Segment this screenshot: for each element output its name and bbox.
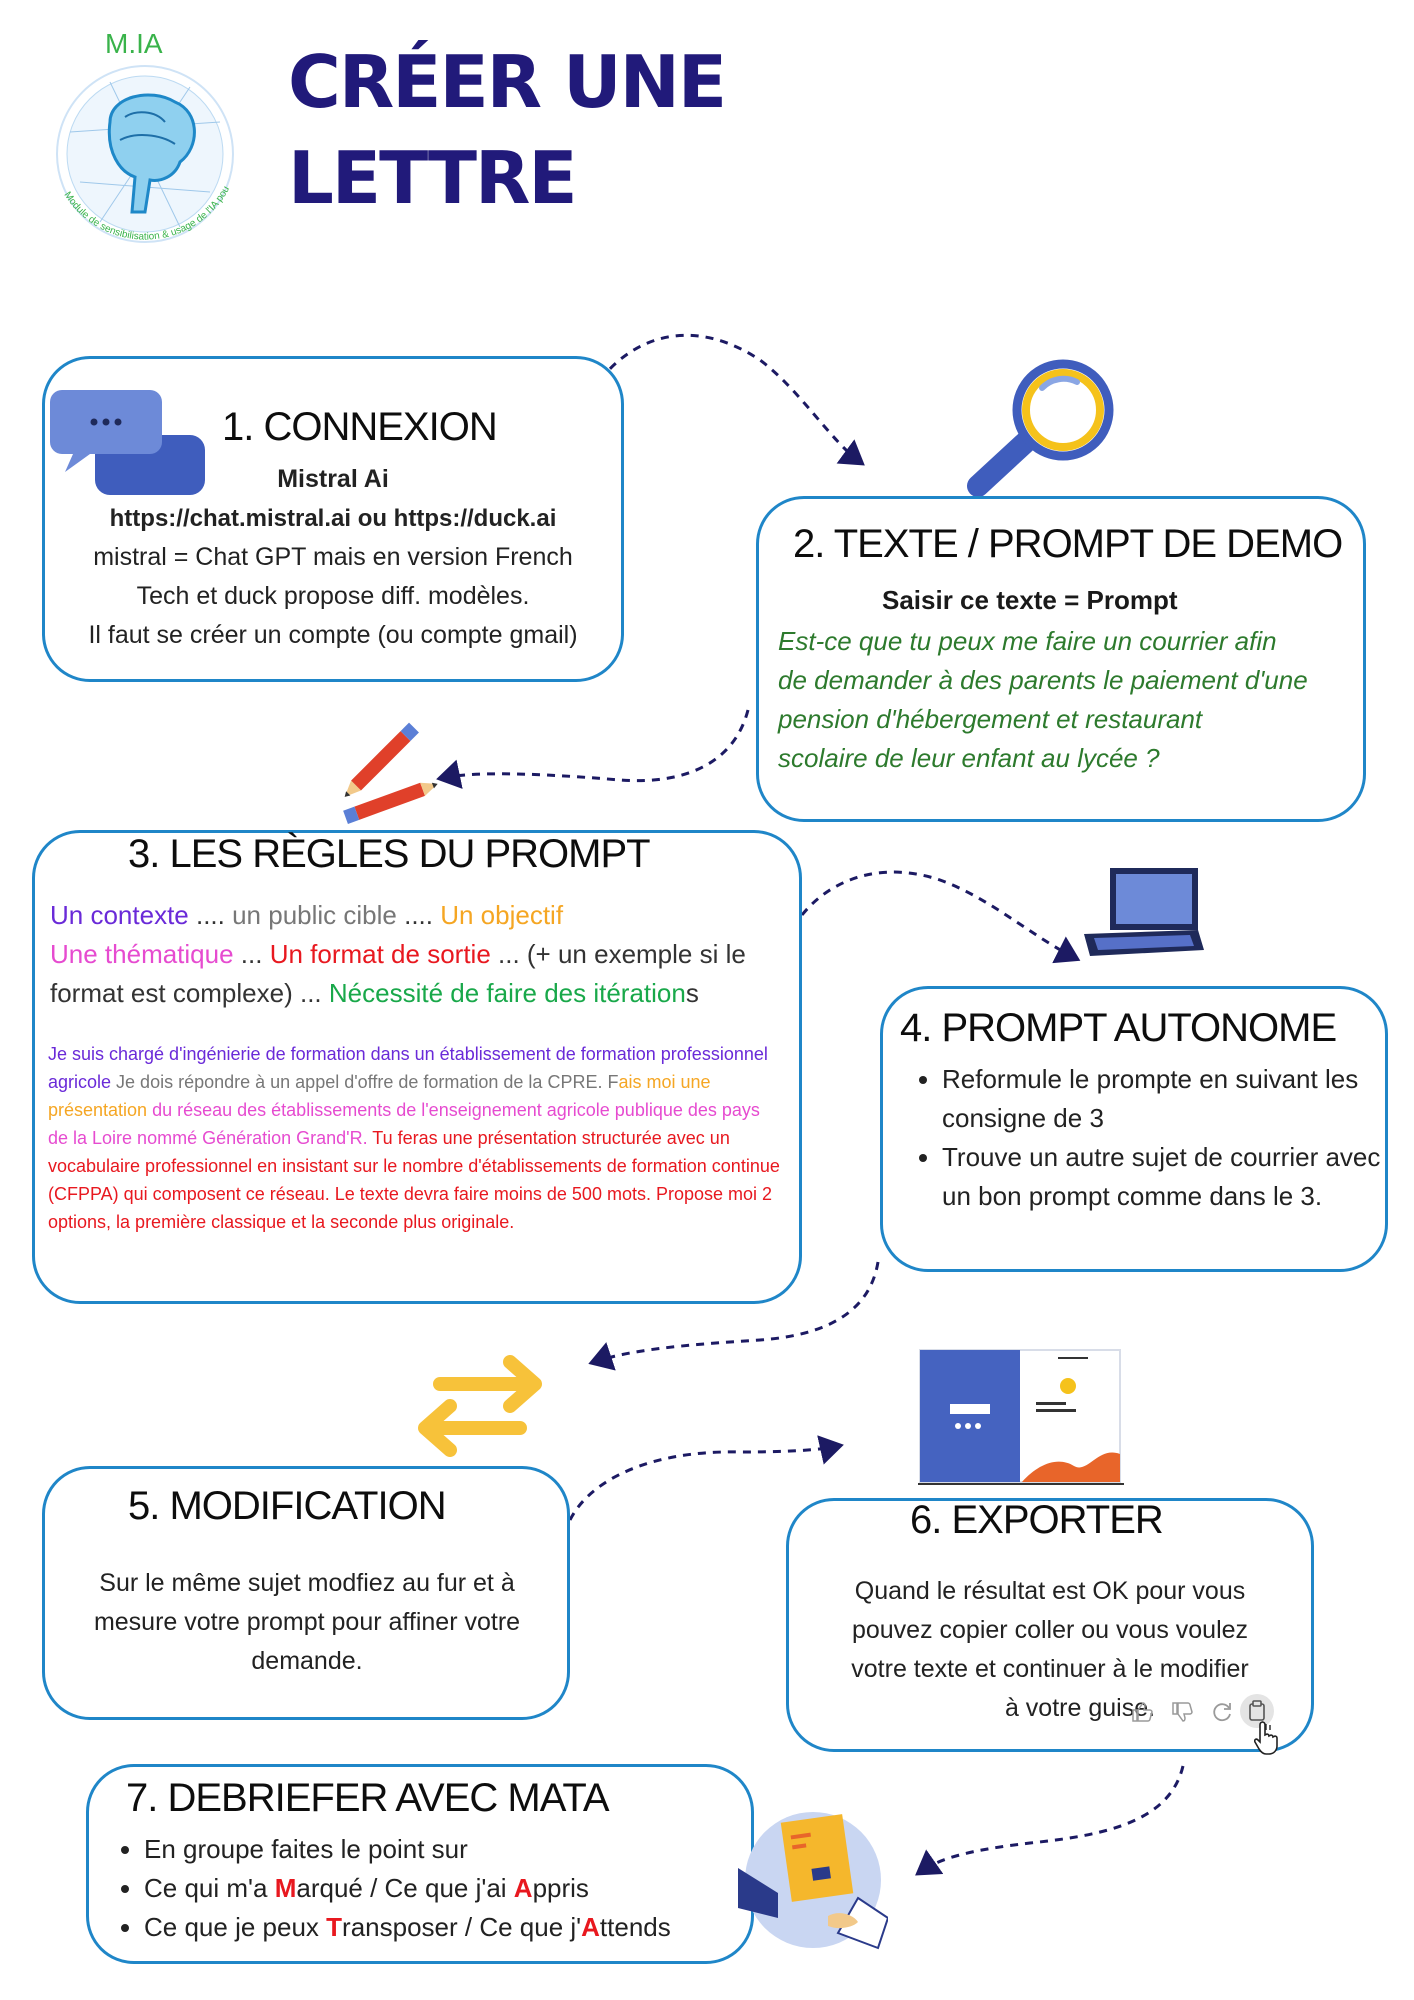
step-4-bullets: Reformule le prompte en suivant les cons… (910, 1060, 1382, 1216)
swap-arrows-icon (418, 1355, 542, 1457)
bullet-text: ttends (599, 1912, 671, 1942)
bullet-text: Ce que je peux (144, 1912, 327, 1942)
example-part-1: Je suis chargé d'ingénierie de formation… (48, 1044, 768, 1092)
rule-separator: .... (188, 900, 233, 930)
logo-label: M.IA (105, 28, 163, 59)
step-5-heading: 5. MODIFICATION (128, 1484, 447, 1528)
step-4-autonome-box (880, 986, 1388, 1272)
step-4-bullet: Trouve un autre sujet de courrier avec u… (942, 1138, 1382, 1216)
magnifier-icon (967, 359, 1114, 497)
copy-button[interactable] (1240, 1694, 1274, 1728)
pencils-icon (343, 722, 438, 824)
bullet-text: ransposer / Ce que j' (342, 1912, 582, 1942)
step-6-line-2: pouvez copier coller ou vous voulez (851, 1616, 1249, 1644)
step-4-heading: 4. PROMPT AUTONOME (900, 1006, 1337, 1050)
step-4-bullet: Reformule le prompte en suivant les cons… (942, 1060, 1382, 1138)
mata-letter-a: A (581, 1912, 600, 1942)
step-1-urls[interactable]: https://chat.mistral.ai ou https://duck.… (109, 505, 557, 532)
prompt-line: scolaire de leur enfant au lycée ? (778, 743, 1160, 773)
bullet-text: Ce qui m'a (144, 1873, 275, 1903)
example-part-2: Je dois répondre à un appel d'offre de f… (111, 1072, 619, 1092)
bullet-text: arqué / Ce que j'ai (296, 1873, 514, 1903)
step-1-line-3: Il faut se créer un compte (ou compte gm… (88, 621, 578, 649)
rule-public: un public cible (232, 900, 397, 930)
prompt-line: de demander à des parents le paiement d'… (778, 665, 1308, 695)
package-delivery-icon (738, 1812, 888, 1950)
step-3-example-prompt: Je suis chargé d'ingénierie de formation… (48, 1040, 784, 1236)
example-part-3: ais moi une présentation (48, 1072, 711, 1120)
mata-letter-a: A (513, 1873, 533, 1903)
bullet-text: ppris (532, 1873, 589, 1903)
svg-text:Module de sensibilisation & us: Module de sensibilisation & usage de l'I… (40, 62, 232, 243)
regenerate-icon[interactable] (1210, 1700, 1234, 1724)
brain-globe-icon (56, 65, 234, 243)
rule-thematique: Une thématique (50, 939, 234, 969)
step-7-debrief-box (86, 1764, 754, 1964)
title-line-2: LETTRE (288, 136, 578, 220)
step-3-rules: Un contexte .... un public cible .... Un… (50, 896, 780, 1013)
mata-letter-m: M (274, 1873, 297, 1903)
prompt-line: Est-ce que tu peux me faire un courrier … (778, 626, 1277, 656)
rule-separator: ... (233, 939, 270, 969)
prompt-line: pension d'hébergement et restaurant (778, 704, 1203, 734)
page-title: CRÉER UNE LETTRE (288, 34, 727, 226)
step-2-subtitle: Saisir ce texte = Prompt (882, 585, 1178, 615)
step-7-bullet: Ce qui m'a Marqué / Ce que j'ai Appris (144, 1869, 784, 1908)
mia-logo: M.IA Module de sensibilisation & usage d… (40, 28, 250, 258)
rule-separator: .... (396, 900, 441, 930)
step-1-body: Mistral Ai https://chat.mistral.ai ou ht… (48, 460, 618, 655)
thumbs-up-icon[interactable] (1130, 1700, 1154, 1724)
logo-ring-text: Module de sensibilisation & usage de l'I… (40, 62, 232, 243)
step-5-text: Sur le même sujet modfiez au fur et à me… (93, 1569, 521, 1675)
step-1-heading: 1. CONNEXION (222, 405, 498, 449)
step-1-line-2: Tech et duck propose diff. modèles. (136, 582, 530, 610)
pointer-hand-icon (1254, 1721, 1278, 1755)
step-7-bullets: En groupe faites le point sur Ce qui m'a… (112, 1830, 784, 1947)
export-window-icon (918, 1349, 1124, 1485)
chat-bubbles-icon (50, 390, 205, 495)
clipboard-icon (1249, 1700, 1265, 1721)
rule-iterations: Nécessité de faire des itération (328, 978, 686, 1008)
rule-separator: ... (+ un exemple si le format est compl… (50, 939, 746, 1008)
rule-iterations-end: s (685, 978, 699, 1008)
rule-objectif: Un objectif (440, 900, 564, 930)
example-part-5: Tu feras une présentation structurée ave… (48, 1128, 780, 1232)
step-2-demo-prompt: Est-ce que tu peux me faire un courrier … (778, 622, 1308, 778)
step-6-line-3: votre texte et continuer à le modifier (851, 1655, 1249, 1683)
step-7-bullet: En groupe faites le point sur (144, 1830, 784, 1869)
step-1-line-1: mistral = Chat GPT mais en version Frenc… (93, 543, 573, 571)
step-1-subtitle: Mistral Ai (277, 465, 389, 493)
rule-contexte: Un contexte (50, 900, 189, 930)
example-part-4: du réseau des établissements de l'enseig… (48, 1100, 760, 1148)
step-6-line-4: à votre guise. (1004, 1694, 1156, 1722)
step-3-rules-box (32, 830, 802, 1304)
step-6-line-1: Quand le résultat est OK pour vous (854, 1577, 1246, 1605)
mata-letter-t: T (326, 1912, 343, 1942)
laptop-icon (1084, 868, 1204, 956)
step-3-heading: 3. LES RÈGLES DU PROMPT (128, 832, 651, 876)
step-5-modification-box (42, 1466, 570, 1720)
rule-format: Un format de sortie (269, 939, 491, 969)
step-6-text: Quand le résultat est OK pour vous pouve… (800, 1572, 1300, 1728)
title-line-1: CRÉER UNE (288, 40, 727, 124)
step-6-heading: 6. EXPORTER (910, 1498, 1164, 1542)
step-7-heading: 7. DEBRIEFER AVEC MATA (126, 1776, 610, 1820)
step-2-heading: 2. TEXTE / PROMPT DE DEMO (793, 522, 1343, 566)
thumbs-down-icon[interactable] (1170, 1700, 1194, 1724)
step-7-bullet: Ce que je peux Transposer / Ce que j'Att… (144, 1908, 784, 1947)
step-2-prompt-box (756, 496, 1366, 822)
